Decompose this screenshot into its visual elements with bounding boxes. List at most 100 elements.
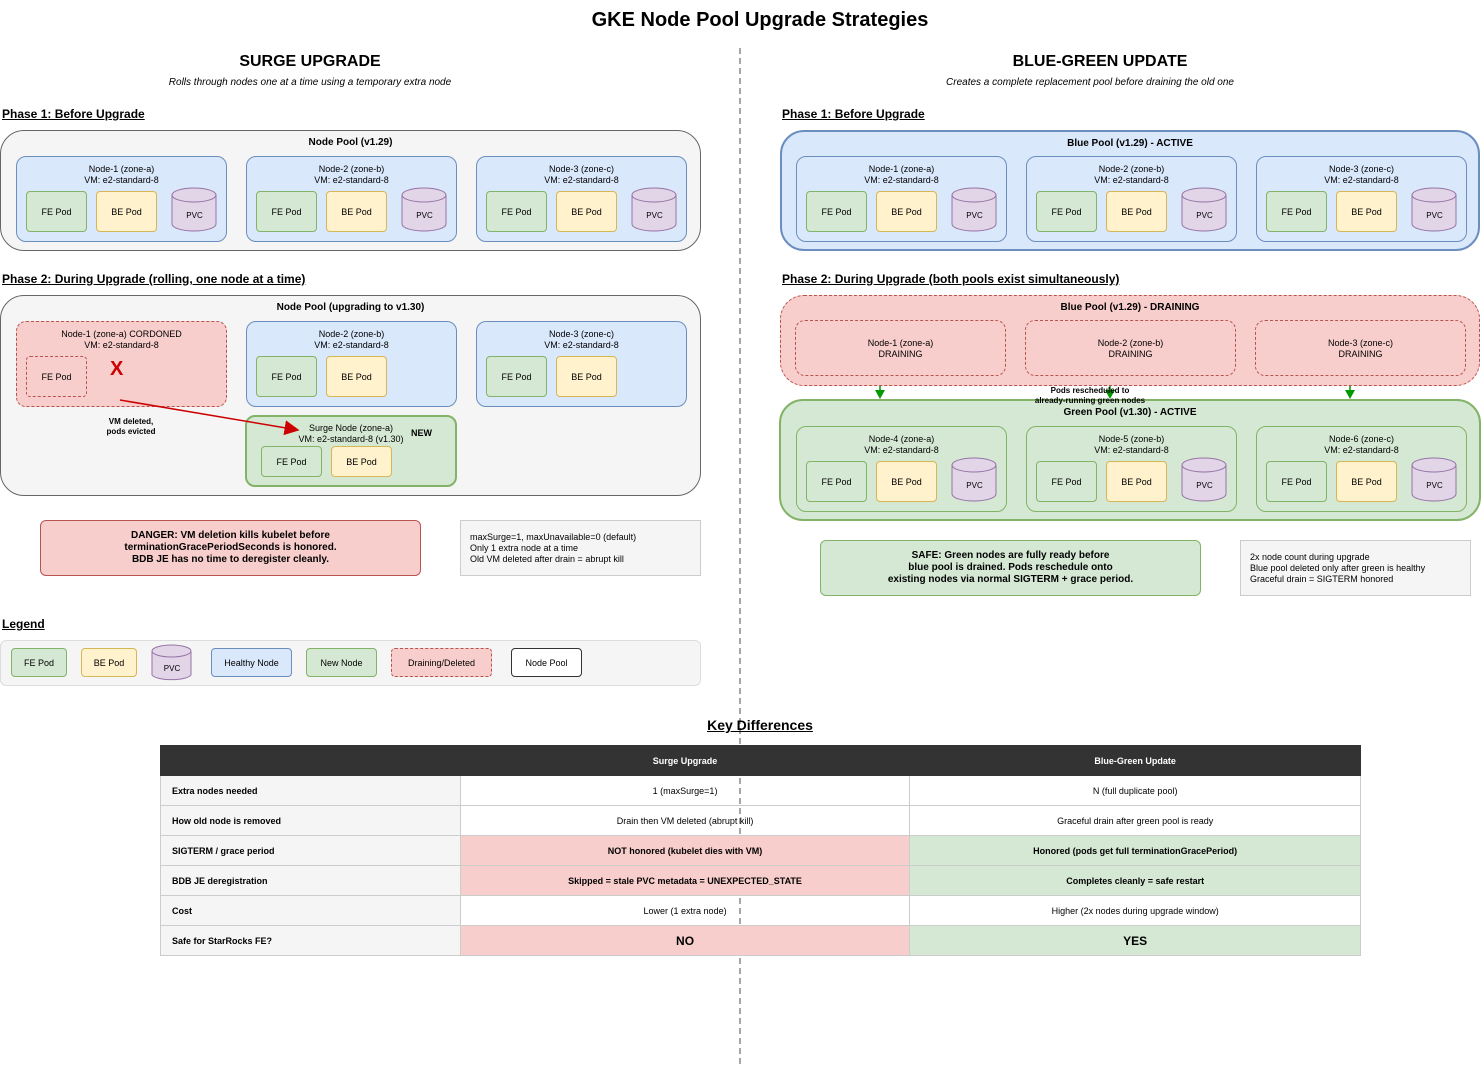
fe-pod: FE Pod — [1266, 191, 1327, 232]
table-row: Extra nodes needed 1 (maxSurge=1) N (ful… — [160, 775, 1361, 806]
fe-pod: FE Pod — [256, 356, 317, 397]
evict-arrow — [119, 399, 300, 436]
pvc-label: PVC — [1426, 211, 1443, 220]
pvc-icon: PVC — [1411, 456, 1458, 503]
node-vm: VM: e2-standard-8 (v1.30) — [298, 434, 404, 444]
node-name: Node-4 (zone-a) — [868, 434, 935, 444]
pvc-icon: PVC — [1181, 186, 1228, 233]
be-pod: BE Pod — [876, 191, 937, 232]
node-state: DRAINING — [1338, 349, 1383, 359]
node-state: DRAINING — [878, 349, 923, 359]
surge-phase1-pool: Node Pool (v1.29) Node-1 (zone-a) VM: e2… — [0, 130, 701, 251]
be-pod: BE Pod — [1106, 461, 1167, 502]
pvc-label: PVC — [966, 211, 983, 220]
surge-cell: Drain then VM deleted (abrupt kill) — [459, 805, 911, 836]
surge-phase2-title: Phase 2: During Upgrade (rolling, one no… — [2, 272, 306, 286]
evict-label: VM deleted, pods evicted — [91, 417, 171, 437]
node-name: Node-2 (zone-b) — [1097, 338, 1164, 348]
safe-line: blue pool is drained. Pods reschedule on… — [908, 562, 1113, 573]
row-label: Safe for StarRocks FE? — [160, 925, 461, 956]
evict-label-line: VM deleted, — [108, 417, 154, 426]
node-name: Node-3 (zone-c) — [548, 164, 615, 174]
pvc-label: PVC — [186, 211, 203, 220]
bg-heading: BLUE-GREEN UPDATE — [1012, 53, 1188, 70]
legend-pvc-icon: PVC — [151, 644, 193, 682]
evict-label-line: pods evicted — [106, 427, 156, 436]
pool-title: Node Pool (upgrading to v1.30) — [276, 302, 425, 313]
fe-pod: FE Pod — [1266, 461, 1327, 502]
new-badge: NEW — [411, 428, 432, 438]
node-vm: VM: e2-standard-8 — [1324, 445, 1399, 455]
safe-line: SAFE: Green nodes are fully ready before — [911, 550, 1110, 561]
node-vm: VM: e2-standard-8 — [1094, 175, 1169, 185]
danger-note: DANGER: VM deletion kills kubelet before… — [40, 520, 421, 576]
legend: FE Pod BE Pod PVC Healthy Node New Node … — [0, 640, 701, 686]
green-node-5: Node-5 (zone-b) VM: e2-standard-8 FE Pod… — [1026, 426, 1237, 512]
node-vm: VM: e2-standard-8 — [544, 175, 619, 185]
pool-title: Node Pool (v1.29) — [308, 137, 393, 148]
green-pool-active: Green Pool (v1.30) - ACTIVE Node-4 (zone… — [779, 399, 1481, 521]
node-name: Node-2 (zone-b) — [318, 329, 385, 339]
safe-note: SAFE: Green nodes are fully ready before… — [820, 540, 1201, 596]
fe-pod: FE Pod — [806, 191, 867, 232]
pvc-label: PVC — [1196, 481, 1213, 490]
reschedule-arrow-1 — [875, 390, 885, 399]
info-line: Old VM deleted after drain = abrupt kill — [470, 553, 624, 564]
bg-cell: Graceful drain after green pool is ready — [909, 805, 1361, 836]
reschedule-arrow-3 — [1345, 390, 1355, 399]
legend-pvc: PVC — [163, 664, 181, 673]
be-pod: BE Pod — [326, 191, 387, 232]
row-label: How old node is removed — [160, 805, 461, 836]
reschedule-label: Pods rescheduled to already-running gree… — [1020, 386, 1160, 406]
table-header — [160, 745, 461, 776]
be-pod: BE Pod — [1106, 191, 1167, 232]
node-name: Node-1 (zone-a) CORDONED — [61, 329, 182, 339]
node-vm: VM: e2-standard-8 — [1324, 175, 1399, 185]
pvc-icon: PVC — [171, 186, 218, 233]
pvc-label: PVC — [416, 211, 433, 220]
fe-pod: FE Pod — [26, 191, 87, 232]
node-name: Node-3 (zone-c) — [1327, 338, 1394, 348]
pvc-icon: PVC — [951, 186, 998, 233]
bg-subtitle: Creates a complete replacement pool befo… — [946, 77, 1234, 88]
node-vm: VM: e2-standard-8 — [544, 340, 619, 350]
node-vm: VM: e2-standard-8 — [84, 340, 159, 350]
node-name: Node-6 (zone-c) — [1328, 434, 1395, 444]
bg-p1-node-2: Node-2 (zone-b) VM: e2-standard-8 FE Pod… — [1026, 156, 1237, 242]
bg-p1-node-3: Node-3 (zone-c) VM: e2-standard-8 FE Pod… — [1256, 156, 1467, 242]
row-label: Cost — [160, 895, 461, 926]
info-line: Blue pool deleted only after green is he… — [1250, 562, 1426, 573]
node-state: DRAINING — [1108, 349, 1153, 359]
be-pod: BE Pod — [326, 356, 387, 397]
node-vm: VM: e2-standard-8 — [314, 340, 389, 350]
bg-draining-node-2: Node-2 (zone-b) DRAINING — [1025, 320, 1236, 376]
node-name: Surge Node (zone-a) — [308, 423, 394, 433]
row-label: Extra nodes needed — [160, 775, 461, 806]
surge-p2-node-2: Node-2 (zone-b) VM: e2-standard-8 FE Pod… — [246, 321, 457, 407]
row-label: BDB JE deregistration — [160, 865, 461, 896]
pvc-icon: PVC — [631, 186, 678, 233]
be-pod: BE Pod — [556, 356, 617, 397]
bg-cell: Completes cleanly = safe restart — [909, 865, 1361, 896]
green-node-6: Node-6 (zone-c) VM: e2-standard-8 FE Pod… — [1256, 426, 1467, 512]
bg-cell: Higher (2x nodes during upgrade window) — [909, 895, 1361, 926]
surge-p2-node-3: Node-3 (zone-c) VM: e2-standard-8 FE Pod… — [476, 321, 687, 407]
node-name: Node-2 (zone-b) — [1098, 164, 1165, 174]
table-title: Key Differences — [707, 717, 813, 733]
bg-cell: N (full duplicate pool) — [909, 775, 1361, 806]
bg-phase2-title: Phase 2: During Upgrade (both pools exis… — [782, 272, 1120, 286]
surge-p1-node-3: Node-3 (zone-c) VM: e2-standard-8 FE Pod… — [476, 156, 687, 242]
page-title: GKE Node Pool Upgrade Strategies — [591, 9, 929, 31]
reschedule-line: already-running green nodes — [1034, 396, 1146, 405]
pvc-icon: PVC — [951, 456, 998, 503]
surge-p2-cordoned-node: Node-1 (zone-a) CORDONED VM: e2-standard… — [16, 321, 227, 407]
key-differences-table: Surge Upgrade Blue-Green Update Extra no… — [160, 745, 1361, 956]
node-name: Node-1 (zone-a) — [867, 338, 934, 348]
surge-info: maxSurge=1, maxUnavailable=0 (default) O… — [460, 520, 701, 576]
node-name: Node-5 (zone-b) — [1098, 434, 1165, 444]
info-line: maxSurge=1, maxUnavailable=0 (default) — [470, 531, 637, 542]
be-pod: BE Pod — [1336, 191, 1397, 232]
surge-heading: SURGE UPGRADE — [239, 53, 381, 70]
danger-line: terminationGracePeriodSeconds is honored… — [124, 542, 337, 553]
be-pod: BE Pod — [331, 446, 392, 477]
